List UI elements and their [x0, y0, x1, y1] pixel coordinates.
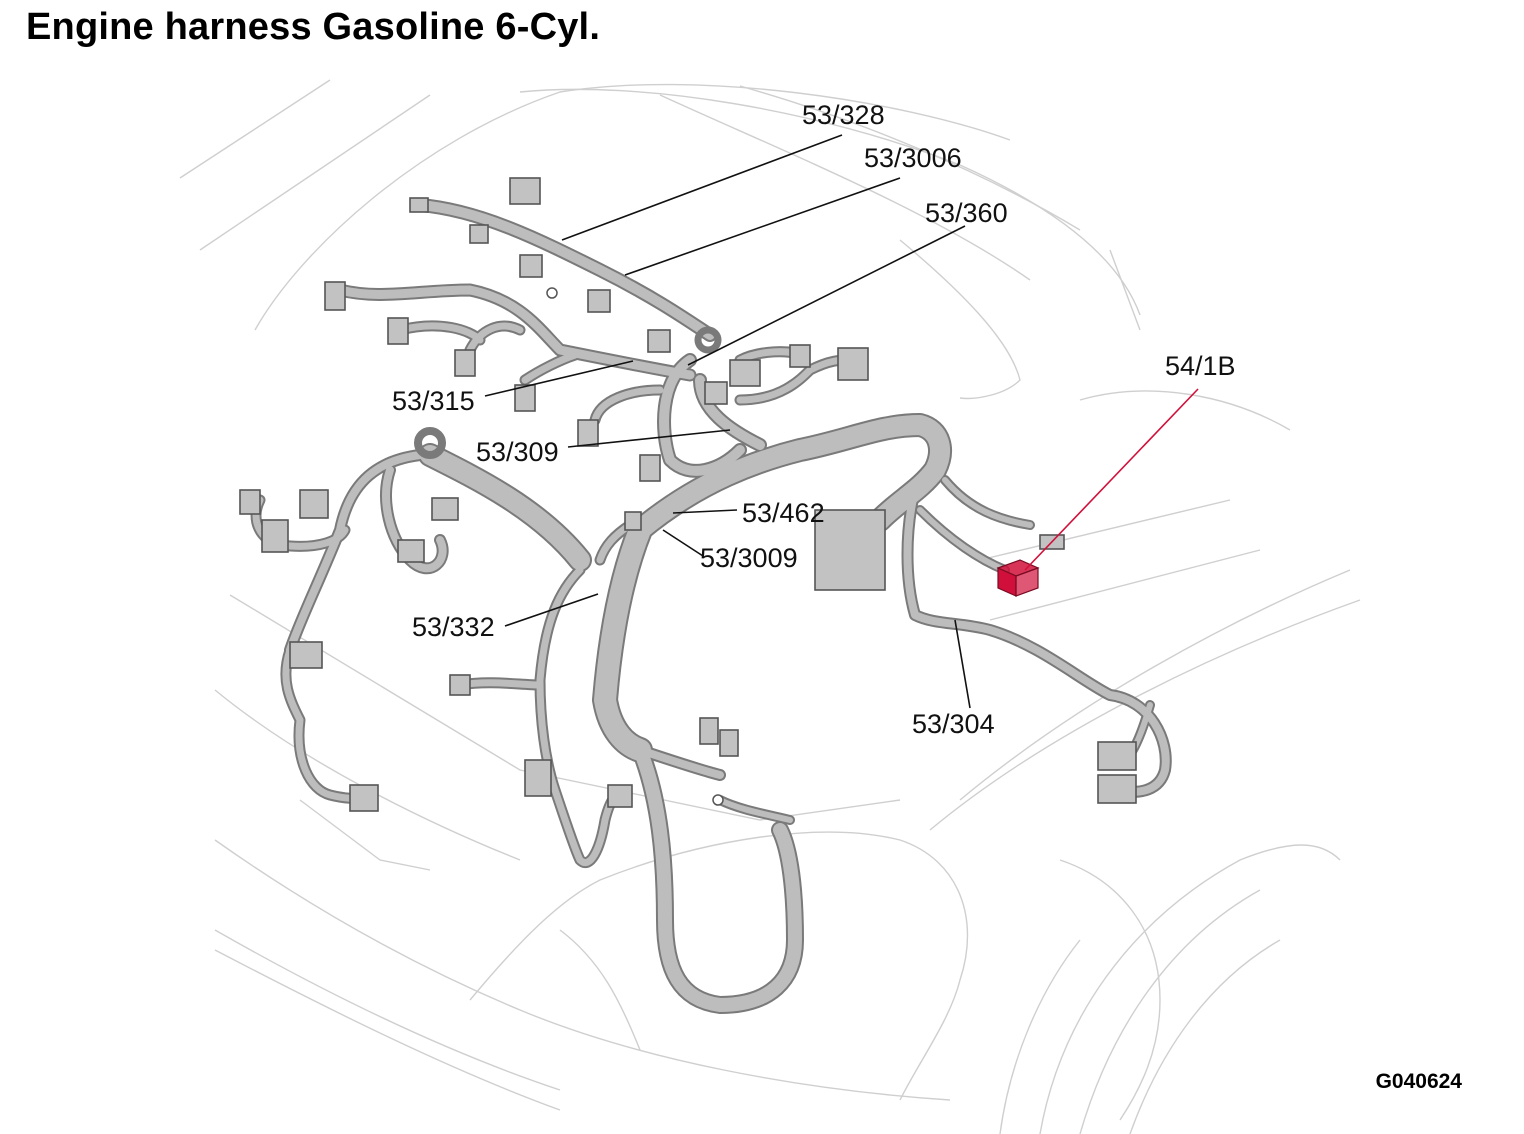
- harness-connectors: [239, 177, 1137, 812]
- callout-53-304: 53/304: [912, 709, 995, 739]
- callout-leader-lines: [484, 134, 1199, 709]
- callout-53-462: 53/462: [742, 498, 825, 528]
- callout-labels: 53/328 53/3006 53/360 54/1B 53/315 53/30…: [392, 100, 1236, 739]
- figure-code: G040624: [1375, 1070, 1462, 1093]
- callout-53-332: 53/332: [412, 612, 495, 642]
- highlighted-component-54-1b: [996, 559, 1040, 597]
- callout-53-3009: 53/3009: [700, 543, 798, 573]
- callout-53-309: 53/309: [476, 437, 559, 467]
- callout-53-315: 53/315: [392, 386, 475, 416]
- diagram-title: Engine harness Gasoline 6-Cyl.: [26, 6, 601, 48]
- engine-bay-background: [179, 79, 1361, 1134]
- callout-53-360: 53/360: [925, 198, 1008, 228]
- callout-53-3006: 53/3006: [864, 143, 962, 173]
- callout-54-1b: 54/1B: [1165, 351, 1236, 381]
- callout-53-328: 53/328: [802, 100, 885, 130]
